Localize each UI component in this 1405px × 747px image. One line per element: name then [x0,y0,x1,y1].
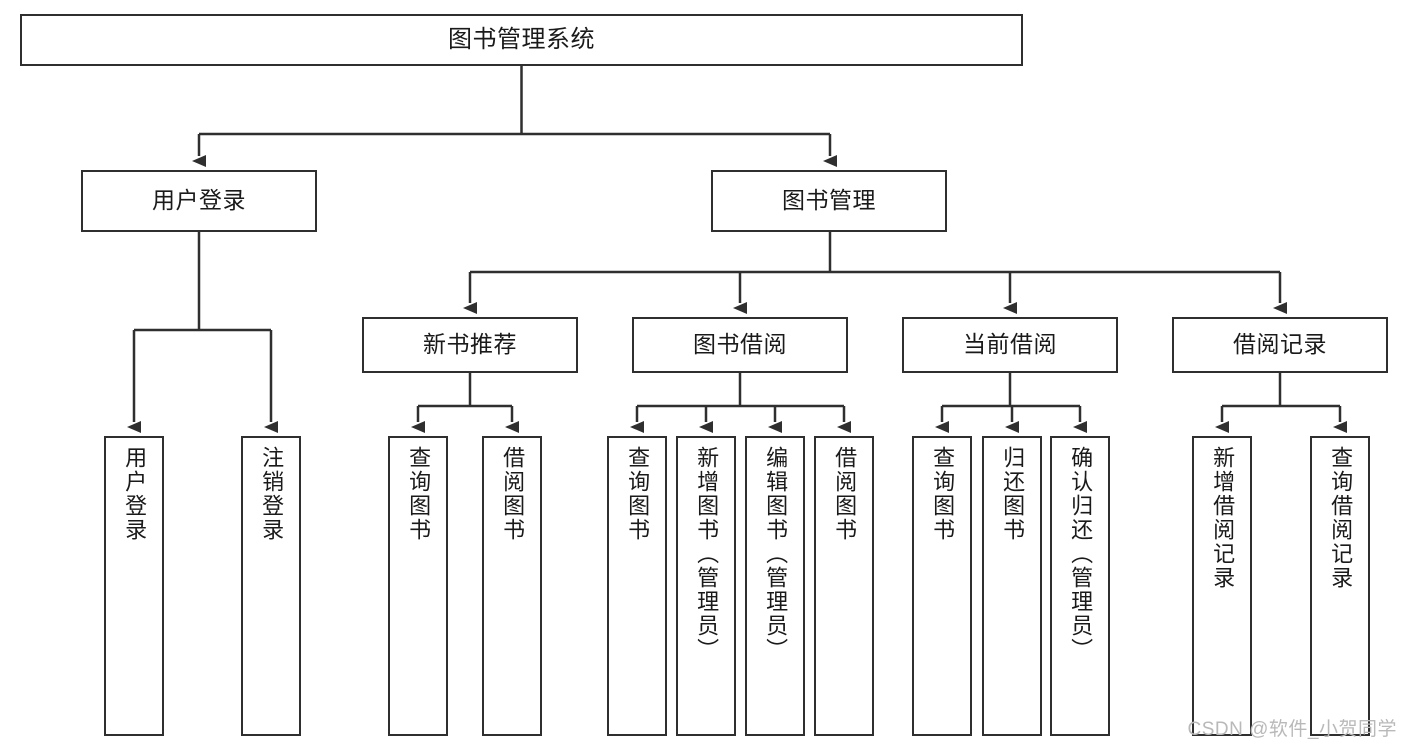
node-leaf-edit-book[interactable]: 编辑图书（管理员） [745,436,805,736]
node-leaf-borrow-book[interactable]: 借阅图书 [814,436,874,736]
node-label: 查询图书 [625,446,651,542]
node-label: 图书借阅 [693,331,787,358]
node-leaf-user-login[interactable]: 用户登录 [104,436,164,736]
node-leaf-add-borrow-record[interactable]: 新增借阅记录 [1192,436,1252,736]
node-label: 借阅图书 [832,446,858,542]
node-book-management[interactable]: 图书管理 [711,170,947,232]
node-label: 归还图书 [1000,446,1026,542]
node-leaf-confirm-return[interactable]: 确认归还（管理员） [1050,436,1110,736]
node-label: 注销登录 [259,446,285,542]
node-new-book-recommend[interactable]: 新书推荐 [362,317,578,373]
node-label: 用户登录 [152,187,246,214]
node-label: 当前借阅 [963,331,1057,358]
node-leaf-borrow-book-recommend[interactable]: 借阅图书 [482,436,542,736]
node-label: 确认归还（管理员） [1068,446,1094,662]
node-label: 查询借阅记录 [1328,446,1354,590]
node-leaf-query-borrow-record[interactable]: 查询借阅记录 [1310,436,1370,736]
node-leaf-query-book-current[interactable]: 查询图书 [912,436,972,736]
node-label: 借阅记录 [1233,331,1327,358]
node-label: 图书管理 [782,187,876,214]
node-leaf-add-book[interactable]: 新增图书（管理员） [676,436,736,736]
node-book-borrow[interactable]: 图书借阅 [632,317,848,373]
node-label: 新书推荐 [423,331,517,358]
node-label: 用户登录 [122,446,148,542]
node-label: 新增图书（管理员） [694,446,720,662]
node-book-management-system[interactable]: 图书管理系统 [20,14,1023,66]
node-leaf-query-book-recommend[interactable]: 查询图书 [388,436,448,736]
node-leaf-query-book-borrow[interactable]: 查询图书 [607,436,667,736]
node-label: 编辑图书（管理员） [763,446,789,662]
node-label: 图书管理系统 [448,25,595,53]
node-user-login[interactable]: 用户登录 [81,170,317,232]
node-current-borrow[interactable]: 当前借阅 [902,317,1118,373]
node-leaf-return-book[interactable]: 归还图书 [982,436,1042,736]
node-borrow-record[interactable]: 借阅记录 [1172,317,1388,373]
node-label: 查询图书 [406,446,432,542]
node-label: 借阅图书 [500,446,526,542]
node-label: 查询图书 [930,446,956,542]
node-leaf-user-logout[interactable]: 注销登录 [241,436,301,736]
node-label: 新增借阅记录 [1210,446,1236,590]
